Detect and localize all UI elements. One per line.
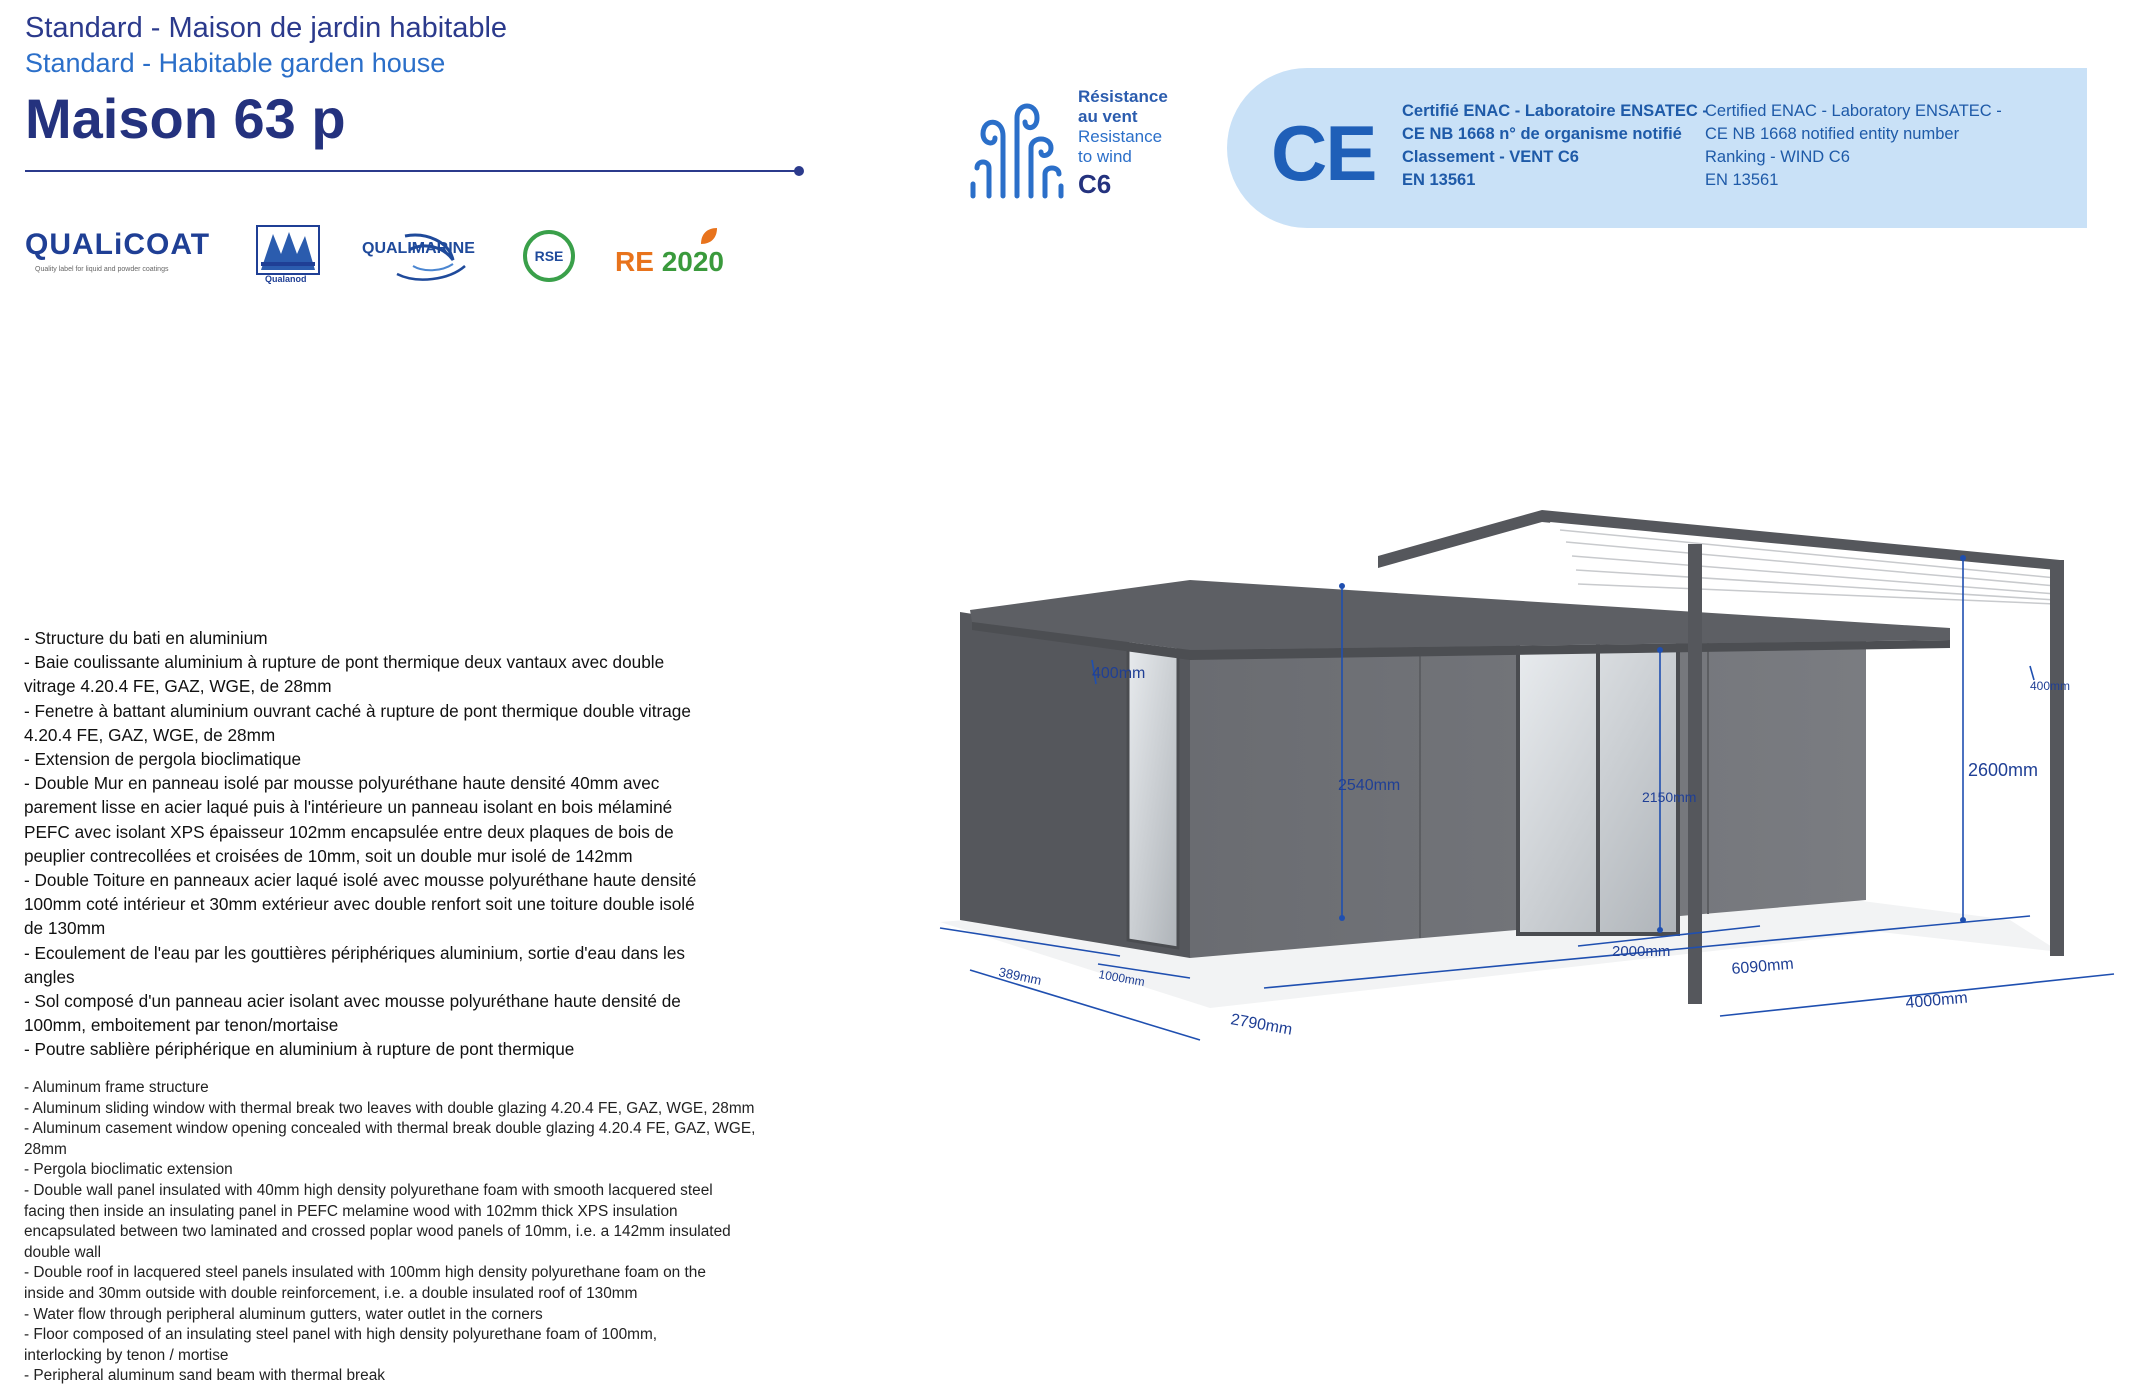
dim-door-width: 2000mm [1612, 943, 1670, 960]
feature-en-line: double wall [24, 1243, 102, 1261]
dim-window-width: 400mm [1092, 665, 1145, 682]
feature-fr-line: peuplier contrecollées et croisées de 10… [24, 845, 633, 866]
feature-en-line: - Water flow through peripheral aluminum… [24, 1305, 543, 1323]
title-divider-dot [794, 166, 804, 176]
feature-fr-line: - Sol composé d'un panneau acier isolant… [24, 991, 681, 1012]
feature-fr-line: - Extension de pergola bioclimatique [24, 749, 302, 770]
feature-fr-line: parement lisse en acier laqué puis à l'i… [24, 797, 673, 818]
ce-en-line1: Certified ENAC - Laboratory ENSATEC - [1705, 102, 2002, 120]
ce-en-line4: EN 13561 [1705, 171, 1779, 189]
qualimarine-wave [357, 230, 477, 291]
dim-total-length: 6090mm [1731, 956, 1794, 978]
dim-side-depth: 389mm [997, 964, 1043, 988]
feature-fr-line: - Baie coulissante aluminium à rupture d… [24, 652, 665, 673]
feature-en-line: interlocking by tenon / mortise [24, 1346, 229, 1364]
feature-fr-line: - Ecoulement de l'eau par les gouttières… [24, 942, 686, 963]
rse-logo: RSE [523, 230, 575, 282]
ce-fr-line3: Classement - VENT C6 [1402, 148, 1579, 166]
dim-door-height: 2150mm [1642, 789, 1696, 805]
feature-en-line: - Double roof in lacquered steel panels … [24, 1264, 706, 1282]
ce-en-line2: CE NB 1668 notified entity number [1705, 125, 1960, 143]
feature-fr-line: angles [24, 966, 75, 987]
qualicoat-tagline: Quality label for liquid and powder coat… [35, 266, 169, 273]
feature-en-line: - Double wall panel insulated with 40mm … [24, 1181, 713, 1199]
dim-pergola-width: 4000mm [1905, 990, 1968, 1012]
feature-fr-line: 100mm coté intérieur et 30mm extérieur a… [24, 894, 695, 915]
ce-fr-line2: CE NB 1668 n° de organisme notifié [1402, 125, 1682, 143]
feature-en-line: 28mm [24, 1140, 67, 1158]
feature-fr-line: PEFC avec isolant XPS épaisseur 102mm en… [24, 821, 674, 842]
wind-resistance-label: Résistance au vent Resistance to wind C6 [1078, 87, 1168, 201]
qualanod-label: Qualanod [265, 274, 307, 284]
pergola-post-rear [2050, 560, 2064, 956]
feature-en-line: - Pergola bioclimatic extension [24, 1161, 233, 1179]
feature-fr-line: de 130mm [24, 918, 106, 939]
subtitle-en: Standard - Habitable garden house [25, 48, 446, 78]
feature-fr-line: - Double Toiture en panneaux acier laqué… [24, 870, 697, 891]
subtitle-fr: Standard - Maison de jardin habitable [25, 12, 508, 44]
feature-en-line: - Aluminum sliding window with thermal b… [24, 1099, 755, 1117]
ce-mark-icon: CE [1271, 109, 1377, 197]
wind-class: C6 [1078, 169, 1112, 199]
ce-fr-line1: Certifié ENAC - Laboratoire ENSATEC - [1402, 102, 1708, 120]
wave-icon [396, 233, 466, 281]
wind-en-line1: Resistance [1078, 127, 1163, 146]
qualanod-logo: Qualanod [253, 224, 323, 295]
wind-fr-line1: Résistance [1078, 87, 1168, 106]
wind-resistance-icon [970, 103, 1064, 199]
features-list-en: - Aluminum frame structure - Aluminum sl… [24, 1078, 824, 1387]
feature-fr-line: - Structure du bati en aluminium [24, 628, 268, 648]
ce-text-fr: Certifié ENAC - Laboratoire ENSATEC - CE… [1402, 100, 1708, 192]
feature-en-line: - Floor composed of an insulating steel … [24, 1326, 658, 1344]
pergola-post-front [1688, 544, 1702, 1004]
feature-fr-line: vitrage 4.20.4 FE, GAZ, WGE, de 28mm [24, 676, 332, 697]
dimension-lines [939, 558, 2115, 1041]
wind-fr-line2: au vent [1078, 107, 1138, 126]
pergola-louvre-lines [1559, 529, 2057, 605]
feature-en-line: - Peripheral aluminum sand beam with the… [24, 1367, 385, 1385]
feature-en-line: - Aluminum casement window opening conce… [24, 1120, 756, 1138]
feature-en-line: inside and 30mm outside with double rein… [24, 1284, 638, 1302]
feature-en-line: facing then inside an insulating panel i… [24, 1202, 678, 1220]
certification-logos: QUALiCOAT Quality label for liquid and p… [25, 222, 745, 292]
feature-fr-line: 4.20.4 FE, GAZ, WGE, de 28mm [24, 724, 276, 745]
re2020-year: 2020 [661, 246, 724, 277]
rse-label: RSE [534, 248, 564, 264]
roof-edge [972, 622, 1950, 660]
feature-en-line: - Aluminum frame structure [24, 1079, 209, 1096]
leaf-icon [701, 228, 717, 244]
dim-wall-height: 2540mm [1338, 777, 1400, 794]
re2020-logo: RE 2020 [615, 246, 724, 278]
feature-fr-line: - Fenetre à battant aluminium ouvrant ca… [24, 700, 691, 721]
dimension-arrows [1339, 555, 1966, 933]
ce-fr-line4: EN 13561 [1402, 171, 1476, 189]
feature-fr-line: 100mm, emboitement par tenon/mortaise [24, 1015, 339, 1036]
dim-house-width: 2790mm [1229, 1011, 1293, 1039]
dim-pergola-height: 2600mm [1968, 760, 2038, 780]
house-illustration: 400mm 2540mm 2150mm 2600mm 400mm 2000mm … [939, 510, 2115, 1041]
qualimarine-logo: QUALIMARINE [362, 240, 475, 257]
feature-en-line: encapsulated between two laminated and c… [24, 1223, 731, 1241]
qualanod-icon [256, 225, 320, 275]
qualicoat-logo: QUALiCOAT [25, 228, 211, 261]
page-title: Maison 63 p [25, 87, 346, 150]
roof [970, 580, 1950, 650]
features-list-fr: - Structure du bati en aluminium - Baie … [24, 626, 824, 1062]
wind-en-line2: to wind [1078, 147, 1132, 166]
title-divider [25, 170, 800, 172]
dim-pergola-window: 400mm [2030, 679, 2070, 693]
ce-text-en: Certified ENAC - Laboratory ENSATEC - CE… [1705, 100, 2002, 192]
feature-fr-line: - Poutre sablière périphérique en alumin… [24, 1039, 575, 1060]
ce-en-line3: Ranking - WIND C6 [1705, 148, 1850, 166]
ce-certification-banner: CE Certifié ENAC - Laboratoire ENSATEC -… [1227, 68, 2087, 228]
feature-fr-line: - Double Mur en panneau isolé par mousse… [24, 773, 660, 794]
re2020-prefix: RE [615, 246, 654, 277]
